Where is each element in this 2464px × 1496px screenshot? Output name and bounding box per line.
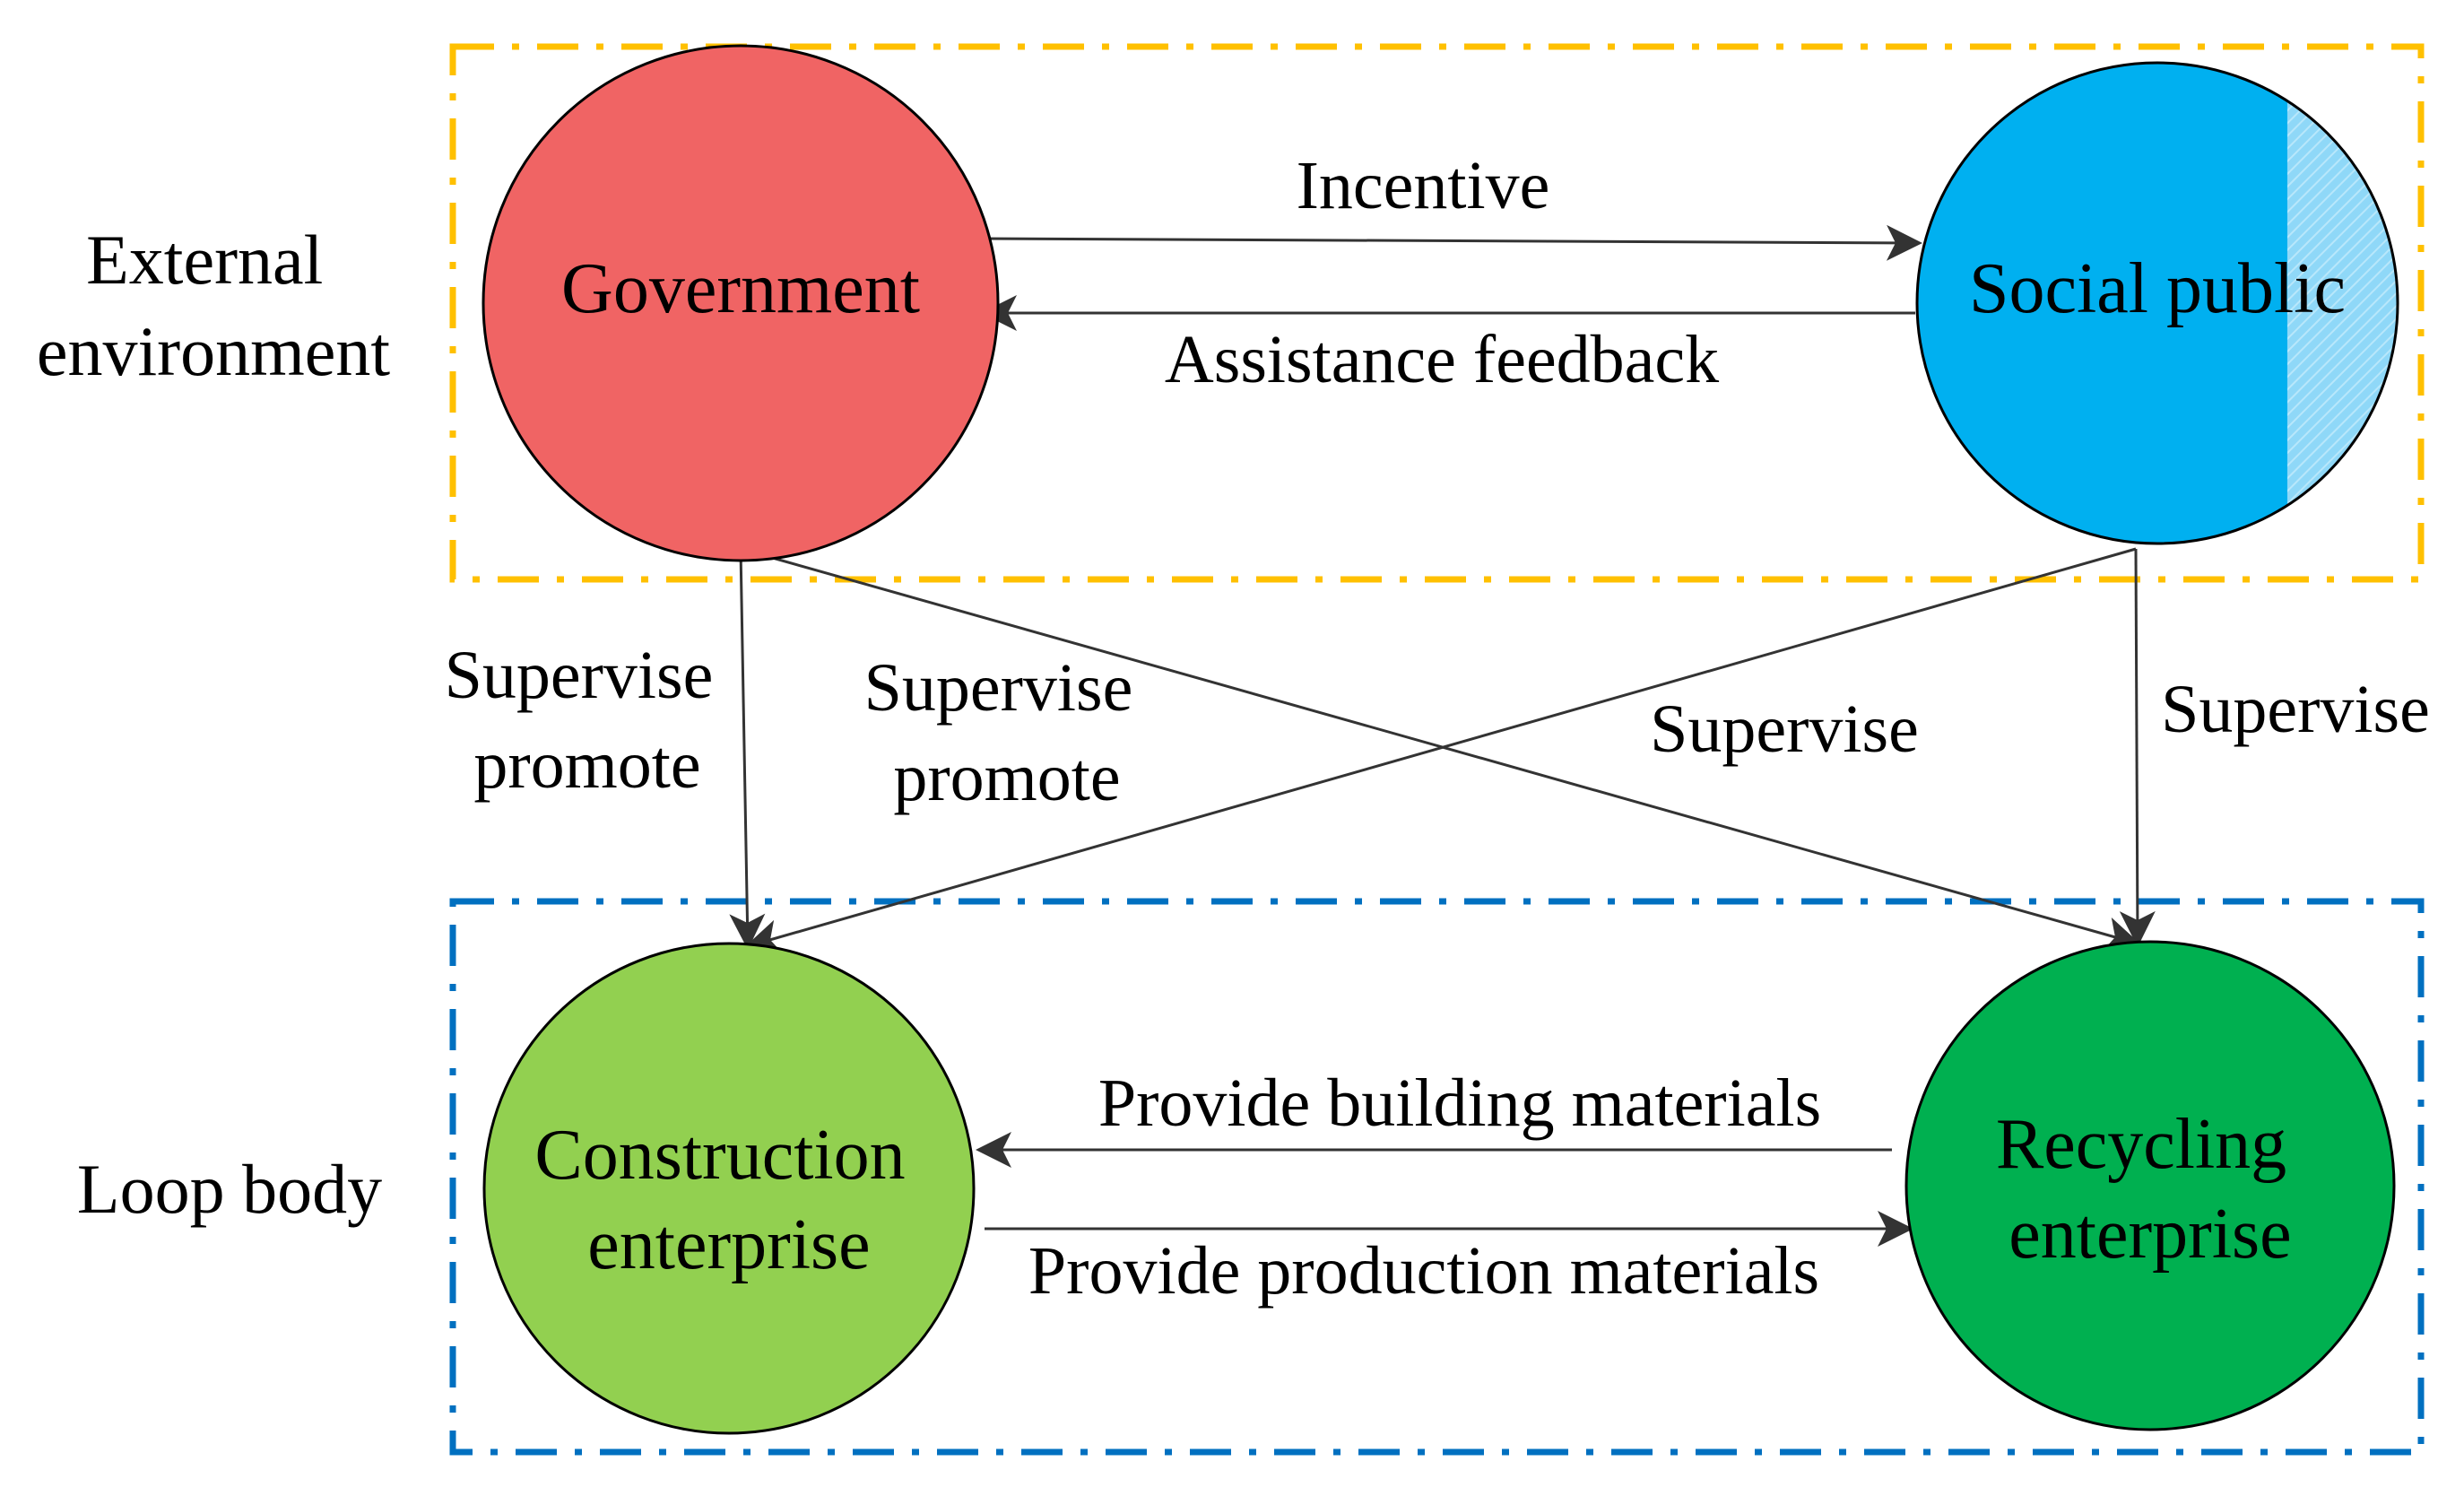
social-recycling-label: Supervise — [2161, 672, 2430, 747]
incentive-arrow — [978, 224, 1922, 261]
provide-building-label: Provide building materials — [1098, 1065, 1821, 1141]
social-to-construction-arrow — [744, 547, 2137, 955]
government-node: Government — [482, 44, 1000, 562]
gov-recycling-label: Supervise — [1650, 691, 1919, 767]
assistance-feedback-label: Assistance feedback — [1165, 322, 1719, 397]
social-to-recycling-arrow — [2119, 548, 2156, 947]
svg-text:Government: Government — [561, 249, 920, 328]
external-environment-box — [449, 43, 2425, 583]
gov-construction-label: Supervise promote — [445, 638, 731, 803]
gov-to-recycling-arrow — [740, 547, 2141, 952]
provide-production-label: Provide production materials — [1028, 1233, 1819, 1309]
incentive-label: Incentive — [1297, 148, 1550, 223]
svg-text:Social public: Social public — [1969, 249, 2346, 328]
social-public-node: Social public — [1915, 61, 2399, 545]
svg-text:Recycling enterprise: Recycling enterprise — [1996, 1105, 2304, 1274]
external-environment-label: External environment — [37, 221, 391, 390]
construction-enterprise-node: Construction enterprise — [482, 942, 976, 1435]
recycling-enterprise-node: Recycling enterprise — [1904, 940, 2396, 1431]
social-construction-label: Supervise promote — [864, 650, 1150, 815]
svg-text:Construction enterprise: Construction enterprise — [534, 1116, 923, 1284]
gov-to-construction-arrow — [729, 548, 766, 950]
loop-body-label: Loop body — [77, 1150, 382, 1228]
